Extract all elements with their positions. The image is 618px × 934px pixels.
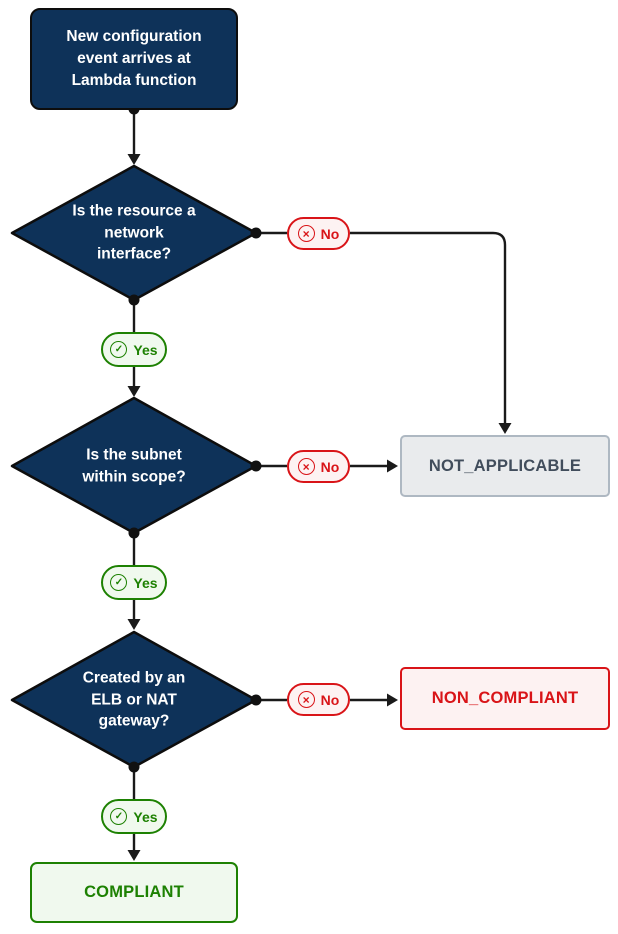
no-label: No [320,458,340,475]
outcome-compliant: COMPLIANT [30,862,238,923]
circle-x-icon: × [297,225,315,242]
junction-dot [250,227,262,239]
junction-dot [128,527,140,539]
junction-dots [128,103,262,773]
junction-dot [128,761,140,773]
circle-check-icon: ✓ [110,574,128,591]
arrowheads [127,154,512,861]
decision-label-subnet-scope: Is the subnet within scope? [82,446,186,485]
junction-dot [250,694,262,706]
arrowhead-right-icon [387,693,398,707]
arrowhead-down-icon [127,850,141,861]
decision-diamonds [10,164,258,769]
arrowhead-right-icon [387,459,398,473]
decision-label-network-interface: Is the resource a network interface? [72,202,196,263]
arrowhead-down-icon [127,619,141,630]
circle-x-icon: × [297,691,315,708]
start-node: New configuration event arrives at Lambd… [30,8,238,110]
circle-x-icon: × [297,458,315,475]
arrowhead-down-icon [127,154,141,165]
no-label: No [320,691,340,708]
outcome-not-applicable: NOT_APPLICABLE [400,435,610,497]
edge-no1-to-not-applicable [350,231,507,424]
edge-label-yes-2: ✓ Yes [101,565,167,600]
edge-label-no-1: × No [287,217,350,250]
arrowhead-down-icon [127,386,141,397]
edge-label-no-2: × No [287,450,350,483]
yes-label: Yes [133,808,158,825]
junction-dot [250,460,262,472]
edge-label-yes-3: ✓ Yes [101,799,167,834]
circle-check-icon: ✓ [110,808,128,825]
outcome-non-compliant: NON_COMPLIANT [400,667,610,730]
yes-label: Yes [133,574,158,591]
arrowhead-down-icon [498,423,512,434]
circle-check-icon: ✓ [110,341,128,358]
edge-label-no-3: × No [287,683,350,716]
yes-label: Yes [133,341,158,358]
decision-label-elb-nat: Created by an ELB or NAT gateway? [82,669,186,730]
edge-label-yes-1: ✓ Yes [101,332,167,367]
no-label: No [320,225,340,242]
junction-dot [128,294,140,306]
